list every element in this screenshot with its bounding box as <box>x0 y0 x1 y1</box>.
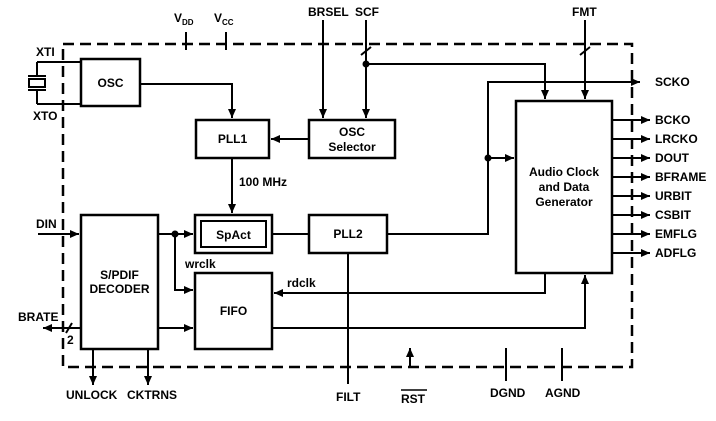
fifo-block: FIFO <box>193 271 274 351</box>
scf-label: SCF <box>355 5 379 19</box>
audio-gen-label-3: Generator <box>535 195 593 209</box>
adflg-label: ADFLG <box>655 246 696 260</box>
csbit-label: CSBIT <box>655 208 692 222</box>
osc-block: OSC <box>79 57 142 108</box>
fifo-label: FIFO <box>220 304 247 318</box>
wrclk-label: wrclk <box>184 257 216 271</box>
rst-label: RST <box>401 392 426 406</box>
scko-label: SCKO <box>655 75 690 89</box>
pll2-label: PLL2 <box>333 227 363 241</box>
lrcko-label: LRCKO <box>655 132 698 146</box>
spdif-decoder-block: S/PDIF DECODER <box>79 213 160 351</box>
filt-label: FILT <box>336 390 361 404</box>
urbit-label: URBIT <box>655 189 692 203</box>
vdd-label: VDD <box>174 11 194 27</box>
unlock-label: UNLOCK <box>66 388 118 402</box>
spdif-decoder-label-2: DECODER <box>89 282 149 296</box>
agnd-label: AGND <box>545 386 581 400</box>
pll1-block: PLL1 <box>194 118 271 160</box>
wire-scf-audio <box>366 63 549 99</box>
audio-gen-label-2: and Data <box>539 180 590 194</box>
brsel-label: BRSEL <box>308 5 349 19</box>
crystal-symbol <box>28 61 81 105</box>
dgnd-label: DGND <box>490 386 526 400</box>
rdclk-label: rdclk <box>287 276 316 290</box>
pll1-label: PLL1 <box>218 132 248 146</box>
emflg-label: EMFLG <box>655 227 697 241</box>
spdif-decoder-label-1: S/PDIF <box>100 268 139 282</box>
bcko-label: BCKO <box>655 113 690 127</box>
right-output-wires <box>612 116 650 257</box>
osc-selector-label-1: OSC <box>339 125 365 139</box>
pll2-block: PLL2 <box>307 213 389 255</box>
cktrns-label: CKTRNS <box>127 388 177 402</box>
wire-fifo-audio <box>272 275 589 329</box>
wire-wrclk-fifo <box>174 234 193 294</box>
spact-block: SpAct <box>193 213 274 255</box>
osc-selector-label-2: Selector <box>328 140 376 154</box>
osc-label: OSC <box>97 76 123 90</box>
xto-label: XTO <box>33 109 57 123</box>
freq-label: 100 MHz <box>239 175 287 189</box>
wire-scko <box>487 78 640 158</box>
din-label: DIN <box>36 217 57 231</box>
dout-label: DOUT <box>655 151 690 165</box>
wire-pll2-audio <box>387 154 514 235</box>
spact-label: SpAct <box>216 228 251 242</box>
osc-selector-block: OSC Selector <box>307 118 397 160</box>
brate-bus-width-label: 2 <box>67 333 74 347</box>
bframe-label: BFRAME <box>655 170 706 184</box>
wire-osc-pll1 <box>140 83 236 118</box>
audio-gen-label-1: Audio Clock <box>529 165 599 179</box>
wire-rdclk <box>274 273 546 297</box>
vcc-label: VCC <box>214 11 234 27</box>
fmt-label: FMT <box>572 5 597 19</box>
brate-label: BRATE <box>18 310 58 324</box>
right-output-labels: SCKO BCKO LRCKO DOUT BFRAME URBIT CSBIT EMFLG AD… <box>655 75 706 260</box>
audio-generator-block: Audio Clock and Data Generator <box>514 99 614 275</box>
xti-label: XTI <box>36 45 55 59</box>
